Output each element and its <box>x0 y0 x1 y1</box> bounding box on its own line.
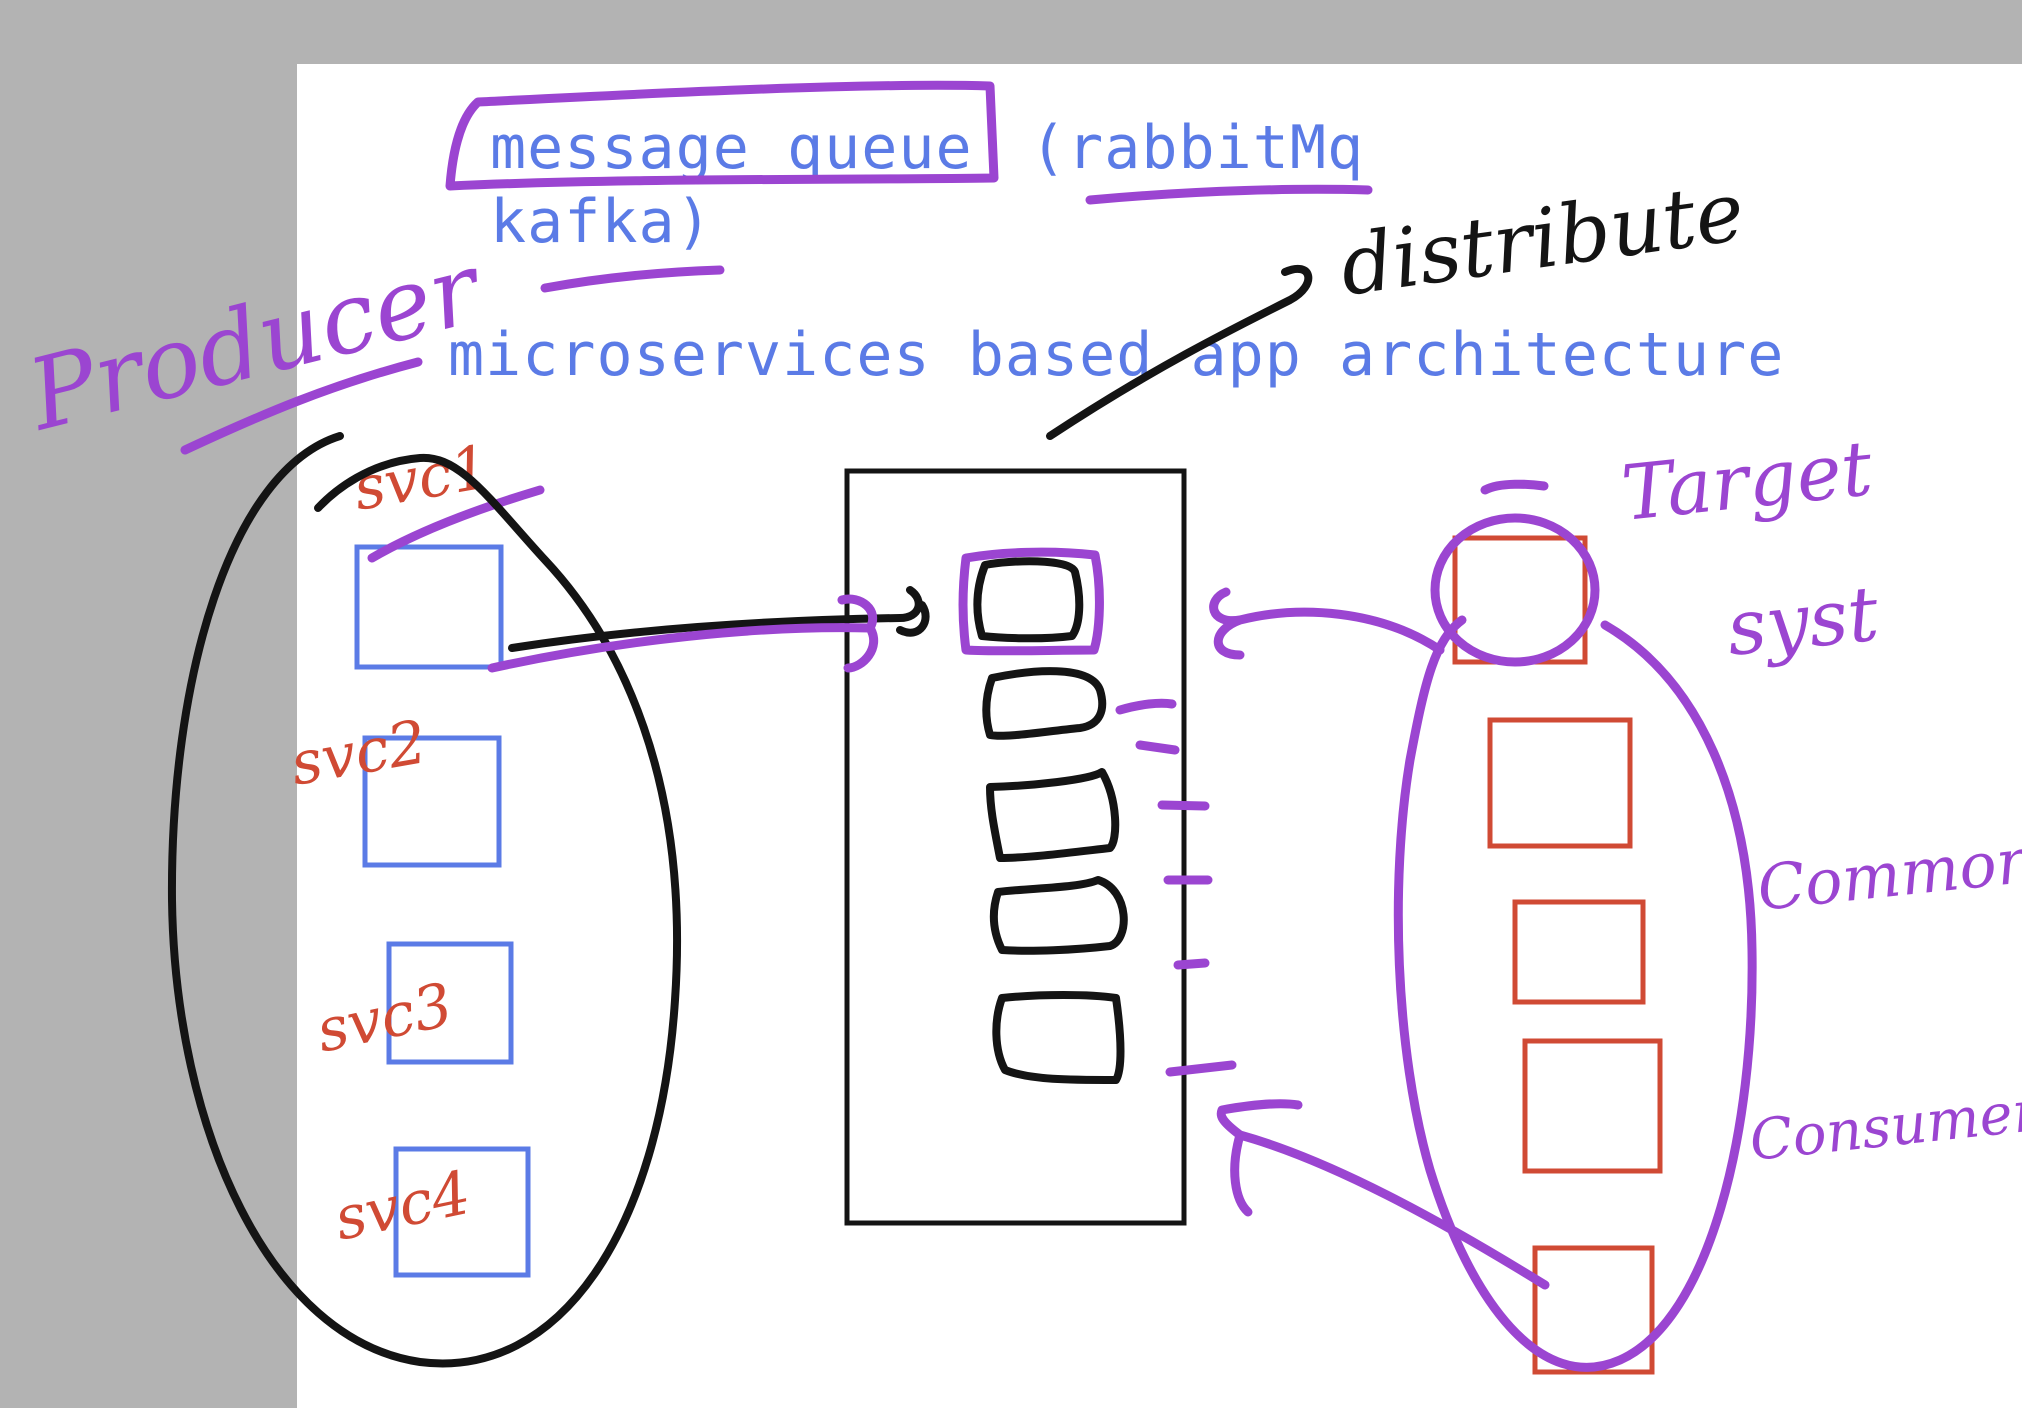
service-box-3 <box>386 941 514 1065</box>
service-box-2 <box>362 735 502 868</box>
label-svc3: svc3 <box>311 970 459 1067</box>
underline-svc1 <box>367 485 545 563</box>
consumer-group-ellipse <box>1393 615 1757 1372</box>
underline-rabbitmq <box>1085 184 1373 205</box>
label-common: Common <box>1754 823 2022 925</box>
queue-tick-6 <box>1165 1060 1237 1077</box>
consumer-box-4 <box>1522 1038 1663 1174</box>
underline-producer <box>180 357 423 455</box>
title-message-queue: message queue <box>490 113 973 183</box>
consumer-pull-arrow-bottom <box>1216 1099 1550 1290</box>
consumer-box-2 <box>1487 717 1633 849</box>
highlight-first-message <box>958 547 1104 656</box>
consumer-box-3 <box>1512 899 1646 1005</box>
producer-group-ellipse <box>167 432 682 1368</box>
service-box-1 <box>354 544 504 670</box>
label-svc4: svc4 <box>329 1158 477 1255</box>
producer-to-queue-arrow-black <box>508 586 930 652</box>
queue-tick-5 <box>1173 958 1210 970</box>
title-kafka: kafka) <box>490 187 713 257</box>
queue-message-3 <box>986 768 1120 862</box>
label-consumers: Consumers <box>1747 1076 2022 1174</box>
queue-message-1 <box>973 557 1084 643</box>
producer-to-queue-arrow-purple <box>487 594 879 673</box>
queue-message-5 <box>992 991 1125 1084</box>
label-distribute: distribute <box>1335 164 1750 315</box>
consumer-pull-arrow-top <box>1209 587 1445 660</box>
target-circle-tail <box>1480 479 1549 495</box>
distribute-pointer-line <box>1046 264 1313 440</box>
underline-kafka <box>540 265 725 293</box>
queue-message-2 <box>982 667 1107 740</box>
highlight-target-consumer <box>1430 513 1600 667</box>
queue-tick-1 <box>1115 698 1177 715</box>
label-syst: syst <box>1723 569 1883 673</box>
label-target: Target <box>1618 423 1877 538</box>
message-queue-container <box>844 468 1187 1226</box>
queue-tick-2 <box>1135 740 1180 755</box>
consumer-box-5 <box>1532 1245 1655 1375</box>
service-box-4 <box>393 1146 531 1278</box>
queue-tick-3 <box>1157 800 1210 811</box>
highlight-box-message-queue <box>445 80 999 191</box>
whiteboard-canvas[interactable] <box>297 64 2022 1408</box>
label-svc2: svc2 <box>285 707 432 800</box>
subtitle-architecture: microservices based app architecture <box>448 320 1784 390</box>
queue-message-4 <box>989 876 1128 955</box>
title-rabbitmq: (rabbitMq <box>1030 113 1364 183</box>
